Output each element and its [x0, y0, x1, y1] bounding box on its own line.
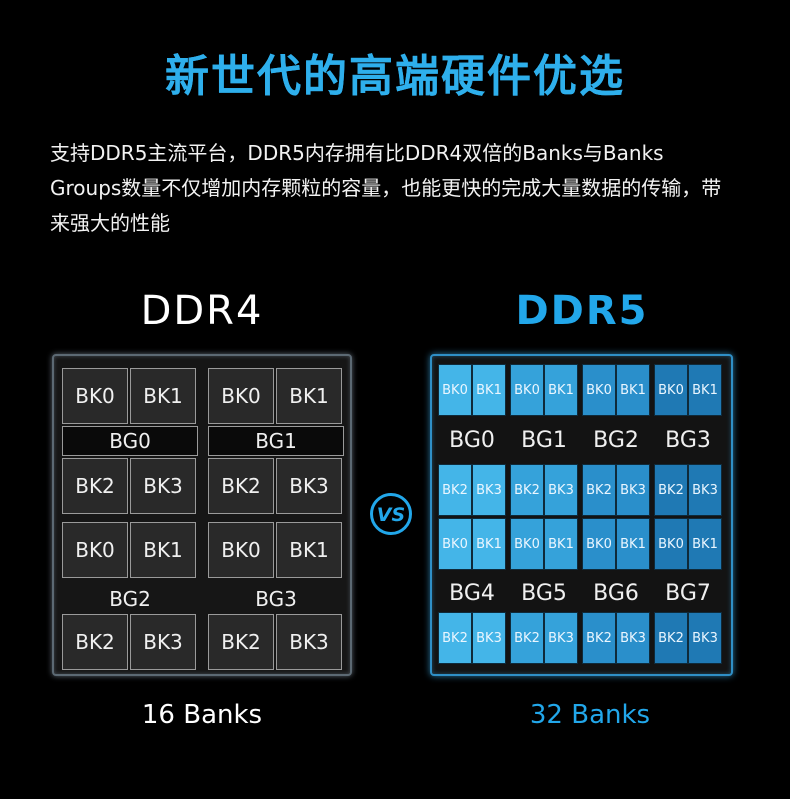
- ddr4-bank: BK3: [276, 458, 342, 514]
- ddr5-bank: BK1: [616, 364, 650, 416]
- ddr5-bank: BK2: [438, 464, 472, 516]
- ddr5-bank: BK0: [654, 518, 688, 570]
- ddr5-bank-group-label: BG1: [521, 427, 567, 453]
- ddr4-bank: BK0: [62, 368, 128, 424]
- ddr5-bank: BK2: [510, 612, 544, 664]
- ddr5-bank: BK2: [654, 464, 688, 516]
- ddr4-bank: BK0: [208, 368, 274, 424]
- ddr5-bank: BK2: [438, 612, 472, 664]
- ddr5-bank: BK3: [616, 464, 650, 516]
- ddr4-bank-group-label: BG3: [255, 587, 297, 611]
- ddr5-bank-group-label: BG7: [665, 580, 711, 606]
- ddr4-bank: BK1: [130, 522, 196, 578]
- ddr5-bank: BK3: [544, 612, 578, 664]
- page-title: 新世代的高端硬件优选: [0, 40, 790, 104]
- ddr4-bank-group-label: BG2: [109, 587, 151, 611]
- ddr5-bank: BK3: [616, 612, 650, 664]
- ddr4-bank: BK0: [62, 522, 128, 578]
- ddr5-bank: BK1: [544, 364, 578, 416]
- ddr4-bank: BK2: [208, 614, 274, 670]
- ddr5-bank: BK1: [616, 518, 650, 570]
- ddr4-bank: BK1: [130, 368, 196, 424]
- ddr4-bank: BK2: [62, 458, 128, 514]
- ddr5-bank: BK3: [472, 612, 506, 664]
- ddr4-bank: BK3: [276, 614, 342, 670]
- ddr5-bank: BK1: [688, 364, 722, 416]
- ddr5-bank-group-label: BG4: [449, 580, 495, 606]
- vs-label: VS: [377, 504, 405, 526]
- ddr5-bank-group-label: BG5: [521, 580, 567, 606]
- ddr4-bank: BK0: [208, 522, 274, 578]
- ddr5-bank-group-label: BG2: [593, 427, 639, 453]
- ddr4-bank: BK2: [62, 614, 128, 670]
- ddr5-bank-group-label: BG0: [449, 427, 495, 453]
- ddr5-bank-group-label: BG3: [665, 427, 711, 453]
- ddr4-bank-group-label: BG1: [208, 426, 344, 456]
- ddr4-bank: BK3: [130, 458, 196, 514]
- ddr4-bank-group-label: BG0: [62, 426, 198, 456]
- ddr5-bank: BK1: [688, 518, 722, 570]
- vs-badge: VS: [370, 493, 412, 535]
- ddr5-bank: BK0: [438, 518, 472, 570]
- ddr4-bank-diagram: BK0 BK1 BG0 BK2 BK3 BK0 BK1 BG1 BK2 BK3 …: [52, 354, 352, 676]
- ddr5-bank: BK3: [544, 464, 578, 516]
- ddr5-bank: BK1: [544, 518, 578, 570]
- ddr5-bank: BK0: [438, 364, 472, 416]
- ddr5-bank: BK2: [654, 612, 688, 664]
- ddr5-bank: BK0: [582, 518, 616, 570]
- ddr5-bank: BK0: [654, 364, 688, 416]
- ddr4-bank: BK1: [276, 522, 342, 578]
- ddr4-bank: BK2: [208, 458, 274, 514]
- ddr5-bank-count: 32 Banks: [529, 700, 651, 730]
- ddr4-bank: BK3: [130, 614, 196, 670]
- ddr4-heading: DDR4: [140, 288, 264, 334]
- ddr5-bank: BK0: [510, 518, 544, 570]
- ddr5-bank-group-label: BG6: [593, 580, 639, 606]
- ddr5-bank: BK0: [510, 364, 544, 416]
- ddr5-bank: BK1: [472, 364, 506, 416]
- ddr5-bank: BK2: [510, 464, 544, 516]
- ddr5-heading: DDR5: [515, 288, 649, 334]
- ddr5-bank: BK2: [582, 612, 616, 664]
- description-text: 支持DDR5主流平台，DDR5内存拥有比DDR4双倍的Banks与Banks G…: [50, 141, 722, 235]
- ddr5-bank: BK0: [582, 364, 616, 416]
- ddr4-bank: BK1: [276, 368, 342, 424]
- ddr5-bank: BK3: [688, 612, 722, 664]
- ddr5-bank: BK3: [688, 464, 722, 516]
- ddr5-bank-diagram: BK0 BK1 BK0 BK1 BK0 BK1 BK0 BK1 BG0 BG1 …: [430, 354, 733, 676]
- ddr5-bank: BK3: [472, 464, 506, 516]
- ddr4-bank-count: 16 Banks: [141, 700, 263, 730]
- ddr5-bank: BK2: [582, 464, 616, 516]
- ddr5-bank: BK1: [472, 518, 506, 570]
